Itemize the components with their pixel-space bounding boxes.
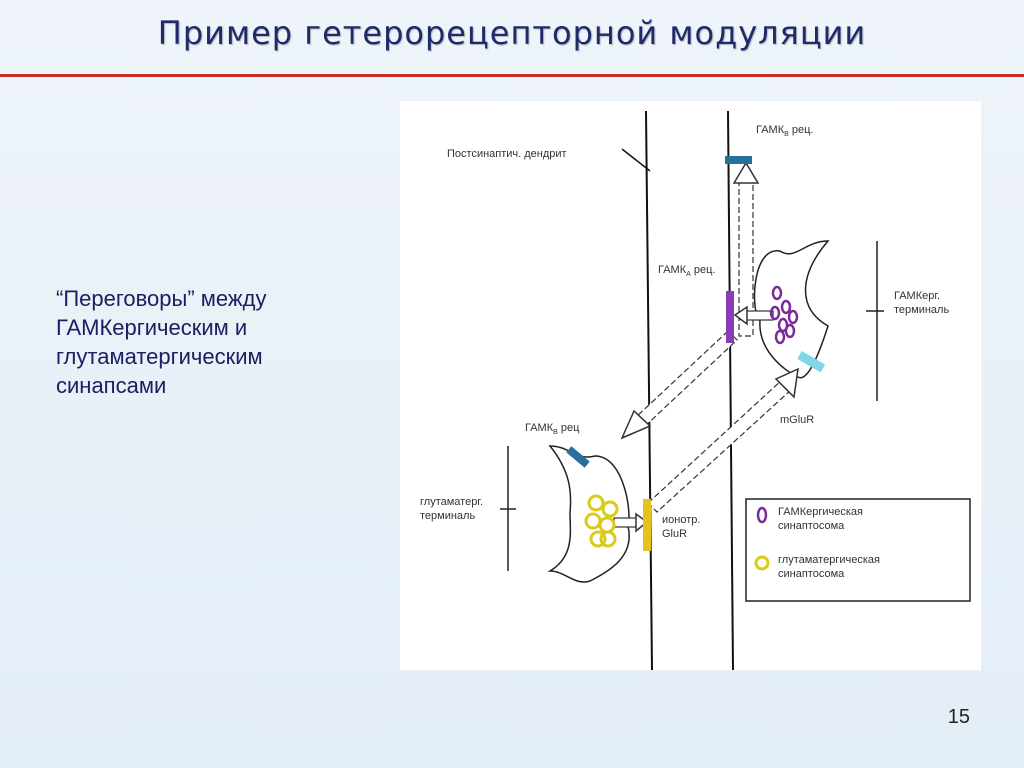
label-glut-terminal-2: терминаль	[420, 510, 475, 522]
slide-title: Пример гетерорецепторной модуляции	[157, 14, 867, 52]
side-text-line: “Переговоры” между	[56, 286, 267, 311]
glutamate-vesicles	[584, 494, 619, 548]
synapse-diagram-svg: Постсинаптич. дендрит ГАМКB рец. ГАМКA р…	[420, 110, 971, 670]
side-text-line: глутаматергическим	[56, 344, 263, 369]
mglur-receptor	[797, 351, 826, 373]
label-postsyn-dendrite: Постсинаптич. дендрит	[447, 148, 567, 160]
dendrite-membrane-right	[727, 110, 734, 670]
label-gabaa-rec: ГАМКA рец.	[658, 264, 715, 278]
legend: ГАМКергическая синаптосома глутаматергич…	[745, 498, 971, 602]
side-text-line: синапсами	[56, 373, 167, 398]
arrow-up-to-mglur	[647, 367, 799, 513]
legend-glut-vesicle-icon	[754, 555, 770, 571]
title-divider	[0, 74, 1024, 77]
label-ionotr-1: ионотр.	[662, 514, 700, 526]
arrow-gaba-to-gabaa	[733, 305, 774, 326]
label-gabab-rec-left: ГАМКB рец	[525, 422, 580, 436]
gaba-vesicles	[769, 285, 799, 345]
side-text-line: ГАМКергическим и	[56, 315, 248, 340]
legend-glut-label-1: глутаматергическая	[778, 554, 880, 566]
side-text: “Переговоры” между ГАМКергическим и глут…	[56, 284, 356, 400]
gabaa-receptor	[726, 291, 734, 343]
label-ionotr-2: GluR	[662, 528, 687, 540]
arrow-down-to-glut-gabab	[620, 330, 738, 440]
legend-glut-label-2: синаптосома	[778, 568, 845, 580]
gabab-receptor-top	[725, 156, 752, 164]
label-gaba-terminal-1: ГАМКерг.	[894, 290, 940, 302]
page-number: 15	[947, 706, 970, 728]
label-gaba-terminal-2: терминаль	[894, 304, 949, 316]
label-glut-terminal-1: глутаматерг.	[420, 496, 483, 508]
label-mglur: mGluR	[780, 414, 814, 426]
dendrite-pointer	[621, 148, 651, 172]
ionotropic-glur-receptor	[643, 499, 651, 551]
legend-gaba-label-2: синаптосома	[778, 520, 845, 532]
gabab-receptor-left	[566, 446, 590, 468]
legend-box	[745, 498, 971, 602]
legend-gaba-vesicle-icon	[756, 506, 768, 524]
gaba-terminal-outline	[753, 240, 830, 379]
synapse-diagram: Постсинаптич. дендрит ГАМКB рец. ГАМКA р…	[400, 101, 981, 670]
legend-gaba-label-1: ГАМКергическая	[778, 506, 863, 518]
arrow-up-to-gabab	[732, 161, 760, 337]
dendrite-membrane-left	[645, 110, 653, 670]
label-gabab-rec-top: ГАМКB рец.	[756, 124, 813, 138]
